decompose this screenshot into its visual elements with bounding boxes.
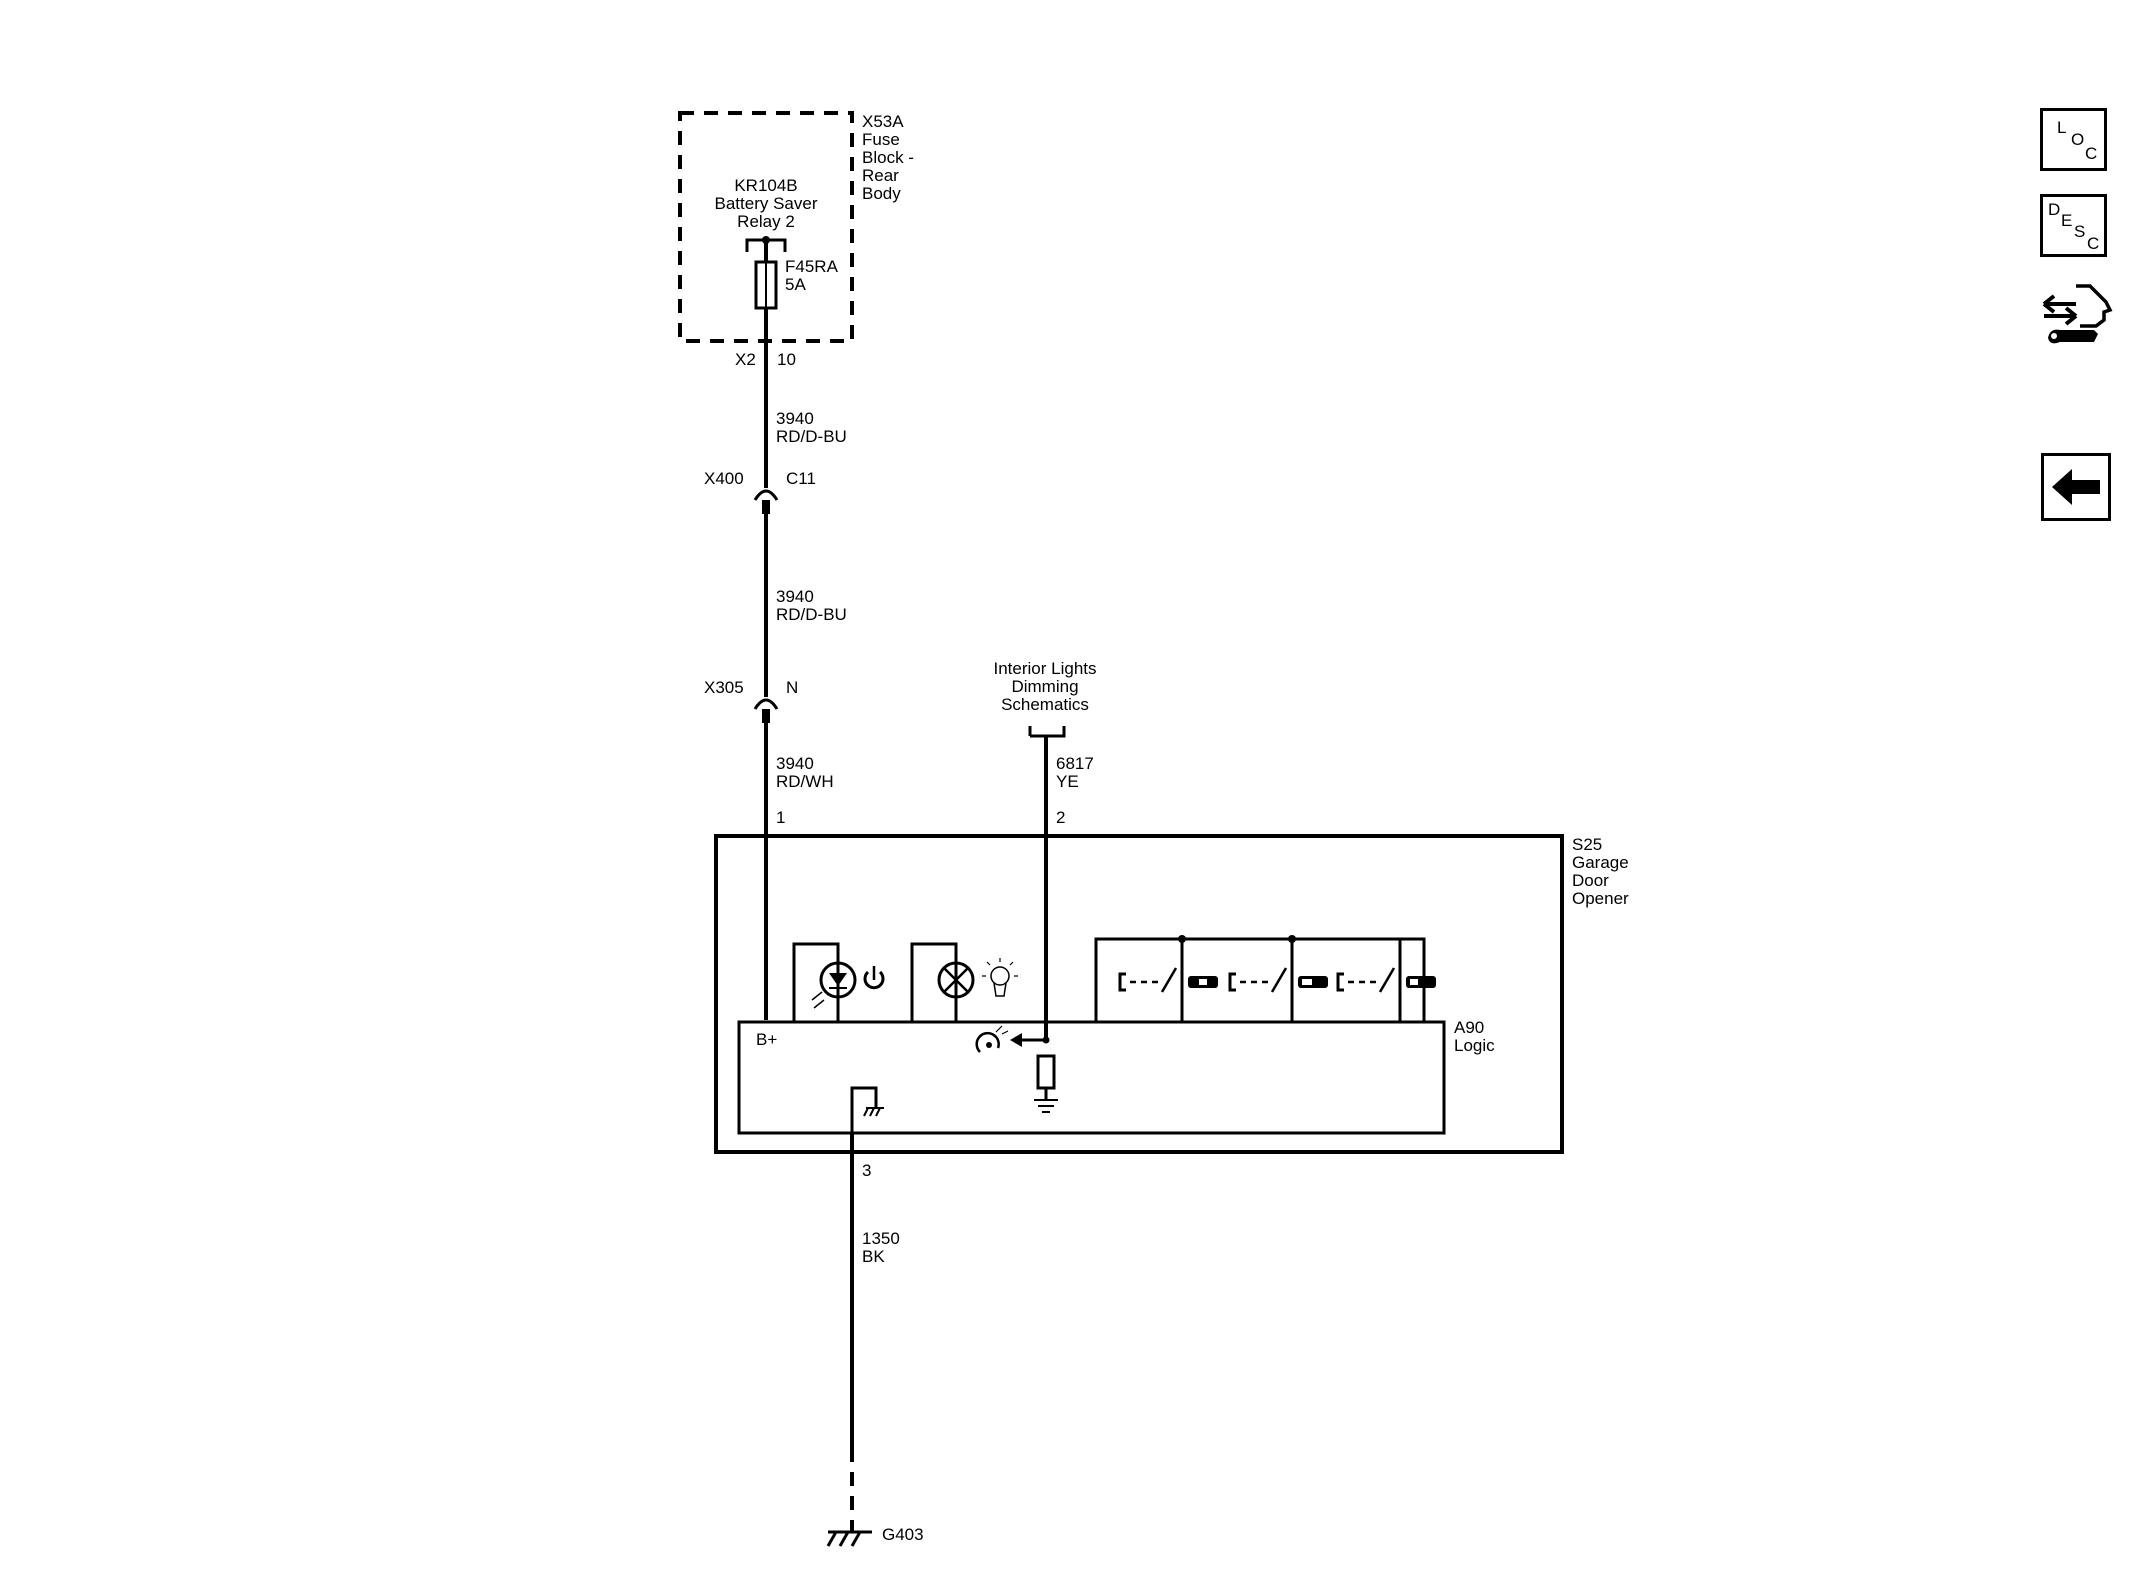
- fuse-block-name-1: X53A: [862, 112, 904, 131]
- desc-letter-s: S: [2074, 222, 2086, 241]
- switch-2-icon: [1228, 935, 1328, 1022]
- wire-2-color: RD/D-BU: [776, 605, 847, 624]
- bplus-label: B+: [756, 1030, 777, 1049]
- module-name-4: Opener: [1572, 889, 1629, 908]
- switch-bus: [1094, 937, 1426, 1022]
- dimming-ref-connector-icon: [1028, 726, 1066, 738]
- wire-dimming-circuit: 6817: [1056, 754, 1094, 773]
- relay-contact-icon: [745, 236, 787, 262]
- logic-label-2: Logic: [1454, 1036, 1495, 1055]
- logic-block-outline: [737, 1020, 1446, 1135]
- dimming-ref-1: Interior Lights: [994, 659, 1097, 678]
- fuse-block-pin: 10: [777, 350, 796, 369]
- fuse-block-connector: X2: [735, 350, 756, 369]
- fuse-label-1: F45RA: [785, 257, 839, 276]
- wire-3-circuit: 3940: [776, 754, 814, 773]
- connector-wrench-icon[interactable]: [2040, 276, 2114, 352]
- switch-3-icon: [1336, 939, 1436, 1022]
- resistor-icon: [1036, 1054, 1056, 1090]
- switch-1-icon: [1118, 935, 1218, 1022]
- loc-letter-l: L: [2057, 118, 2067, 137]
- garage-door-opener-outline: [714, 834, 1564, 1154]
- dimming-ref-3: Schematics: [1001, 695, 1089, 714]
- lamp-indicator-icon: [910, 942, 975, 1022]
- wire-dimming-color: YE: [1056, 772, 1079, 791]
- relay-label-1: KR104B: [734, 176, 797, 195]
- internal-ground-icon: [850, 1086, 884, 1133]
- x400-name: X400: [704, 469, 744, 488]
- x400-connector-icon: [753, 489, 779, 514]
- loc-button[interactable]: L O C: [2040, 108, 2107, 171]
- dimmer-gauge-icon: [975, 1025, 1009, 1053]
- wire-3-color: RD/WH: [776, 772, 834, 791]
- fuse-block-name-2: Fuse: [862, 130, 900, 149]
- dimming-input-arrow-icon: [1010, 1033, 1050, 1047]
- relay-label-3: Relay 2: [737, 212, 795, 231]
- fuse-block-name-4: Rear: [862, 166, 899, 185]
- module-pin-1: 1: [776, 808, 785, 827]
- module-name-3: Door: [1572, 871, 1609, 890]
- module-pin-3: 3: [862, 1161, 871, 1180]
- fuse-block-name-3: Block -: [862, 148, 914, 167]
- x305-name: X305: [704, 678, 744, 697]
- wire-ground-color: BK: [862, 1247, 885, 1266]
- desc-letter-e: E: [2061, 211, 2073, 230]
- light-bulb-icon: [982, 958, 1018, 997]
- relay-label-2: Battery Saver: [715, 194, 818, 213]
- desc-button[interactable]: D E S C: [2040, 194, 2107, 257]
- module-name-2: Garage: [1572, 853, 1629, 872]
- fuse-block-name-5: Body: [862, 184, 901, 203]
- wire-2-circuit: 3940: [776, 587, 814, 606]
- x305-pin: N: [786, 678, 798, 697]
- module-pin-2: 2: [1056, 808, 1065, 827]
- loc-letter-o: O: [2071, 130, 2085, 149]
- desc-letter-d: D: [2048, 200, 2061, 219]
- back-arrow-icon: [2052, 469, 2100, 505]
- ground-name: G403: [882, 1525, 924, 1544]
- desc-letter-c: C: [2087, 234, 2100, 253]
- dimming-ref-2: Dimming: [1011, 677, 1078, 696]
- wire-1-circuit: 3940: [776, 409, 814, 428]
- led-indicator-icon: [792, 942, 857, 1022]
- power-icon: [863, 966, 885, 990]
- wire-ground-circuit: 1350: [862, 1229, 900, 1248]
- fuse-label-2: 5A: [785, 275, 806, 294]
- loc-letter-c: C: [2085, 144, 2098, 163]
- x305-connector-icon: [753, 698, 779, 723]
- logic-label-1: A90: [1454, 1018, 1484, 1037]
- wire-1-color: RD/D-BU: [776, 427, 847, 446]
- chassis-ground-icon: [1034, 1088, 1058, 1113]
- module-name-1: S25: [1572, 835, 1602, 854]
- g403-ground-icon: [826, 1530, 872, 1547]
- back-button[interactable]: [2041, 453, 2111, 521]
- x400-pin: C11: [786, 469, 816, 488]
